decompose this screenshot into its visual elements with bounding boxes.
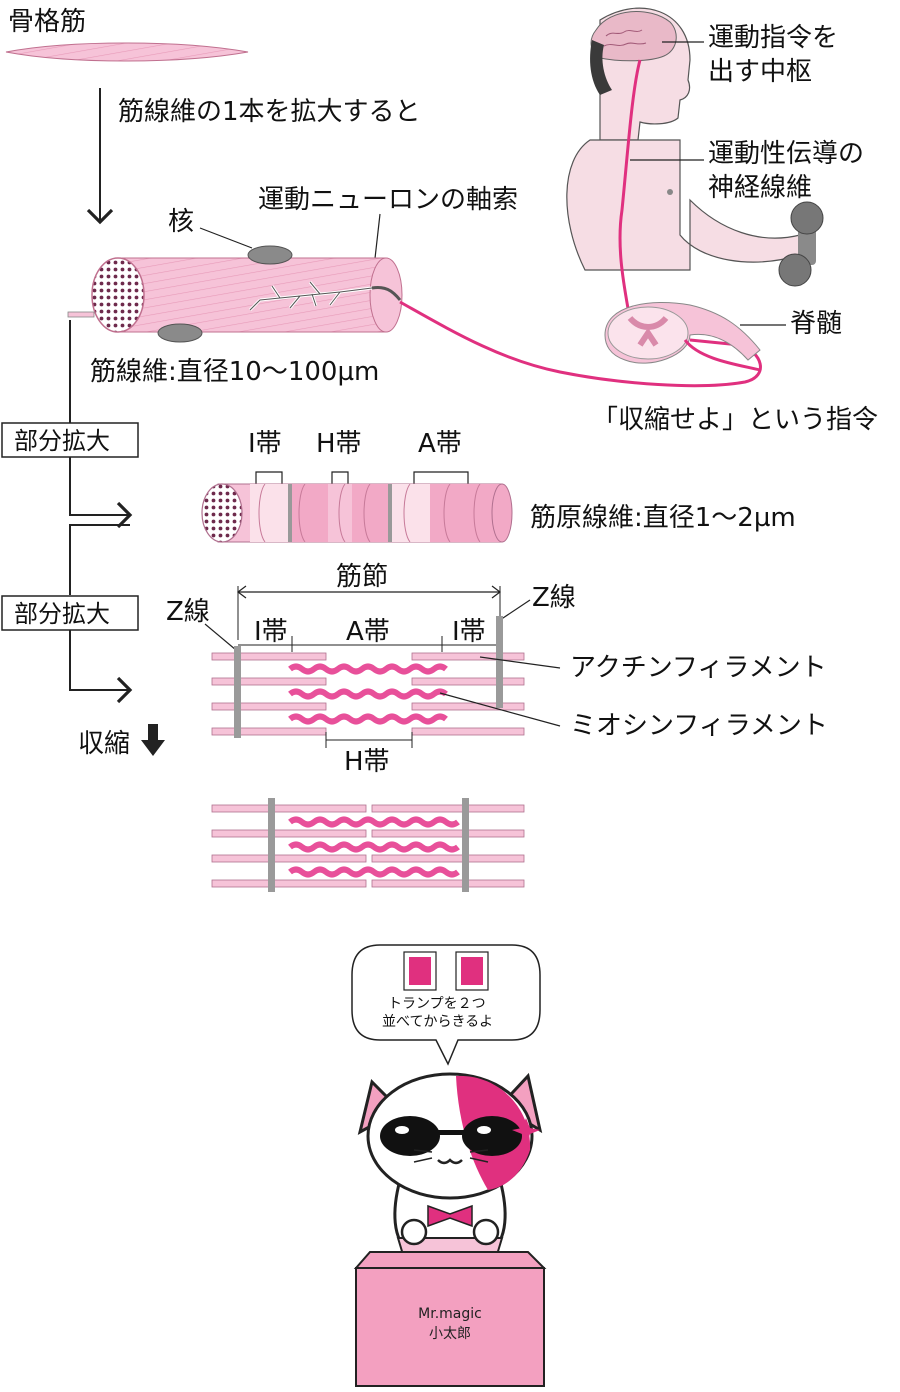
nucleus-bottom [157, 323, 203, 343]
z-line-right-label: Z線 [532, 583, 576, 613]
muscle-fiber: 核 運動ニューロンの軸索 筋線維:直径10〜100µm [67, 185, 518, 387]
contraction-label: 収縮 [78, 729, 130, 759]
nucleus-label: 核 [168, 207, 194, 237]
fiber-diameter-label: 筋線維:直径10〜100µm [90, 357, 379, 387]
spinal-cord: 脊髄 [604, 302, 842, 372]
down-arrow-icon [141, 724, 165, 756]
podium-line1: Mr.magic [418, 1306, 482, 1322]
i-band-top-label: I帯 [248, 429, 282, 459]
sparkle-icon [512, 1118, 540, 1144]
h-band-bottom-label: H帯 [344, 747, 390, 777]
z-line-left [234, 646, 241, 738]
human-figure: 運動指令を 出す中枢 運動性伝導の 神経線維 [566, 7, 864, 321]
zoom-fiber-label: 筋線維の1本を拡大すると [118, 97, 421, 127]
motor-axon-label: 運動ニューロンの軸索 [258, 185, 518, 215]
podium: Mr.magic 小太郎 [353, 1251, 547, 1387]
actin-label: アクチンフィラメント [570, 653, 827, 683]
cat-mascot [357, 1072, 543, 1259]
nucleus-top [247, 245, 293, 265]
z-line-right [496, 616, 503, 708]
a-band-top-label: A帯 [418, 429, 462, 459]
a-band-label: A帯 [346, 617, 390, 647]
i-band-right-label: I帯 [452, 617, 486, 647]
partial-zoom-box-1: 部分拡大 [1, 422, 139, 458]
myofibril-diameter-label: 筋原線維:直径1〜2µm [530, 503, 796, 533]
z-line-left-label: Z線 [166, 597, 210, 627]
myosin-filaments [288, 663, 448, 725]
nerve-label-line2: 神経線維 [708, 173, 812, 203]
skeletal-muscle-shape [5, 42, 249, 62]
fiber-cross-section [91, 257, 145, 333]
myosin-label: ミオシンフィラメント [570, 711, 828, 741]
partial-zoom-box-2: 部分拡大 [1, 595, 139, 631]
sarcomere-relaxed: 筋節 Z線 Z線 I帯 A帯 I帯 [166, 562, 828, 777]
brain-label-line2: 出す中枢 [708, 57, 812, 87]
contraction-indicator: 収縮 [78, 724, 165, 759]
actin-filaments [211, 652, 525, 736]
left-connectors [69, 320, 133, 704]
skeletal-muscle-label: 骨格筋 [8, 7, 86, 37]
brain-label-line1: 運動指令を [708, 23, 838, 53]
speech-line2: 並べてからきるよ [382, 1014, 493, 1030]
i-band-left-label: I帯 [254, 617, 288, 647]
skeletal-muscle-section: 骨格筋 筋線維の1本を拡大すると [5, 7, 421, 225]
myofibril: I帯 H帯 A帯 筋原線維:直径1〜2µm [201, 429, 796, 543]
nerve-label-line1: 運動性伝導の [708, 139, 864, 169]
speech-bubble: トランプを２つ 並べてからきるよ [351, 944, 541, 1066]
svg-text:部分拡大: 部分拡大 [14, 427, 110, 455]
svg-text:部分拡大: 部分拡大 [14, 600, 110, 628]
motor-nerve-path [399, 300, 762, 388]
sarcomere-contracted [211, 798, 525, 892]
h-band-top-label: H帯 [316, 429, 362, 459]
sarcomere-label: 筋節 [336, 562, 388, 592]
command-label: 「収縮せよ」という指令 [592, 405, 878, 435]
spinal-cord-label: 脊髄 [790, 309, 842, 339]
podium-line2: 小太郎 [429, 1326, 471, 1342]
speech-line1: トランプを２つ [388, 996, 486, 1012]
